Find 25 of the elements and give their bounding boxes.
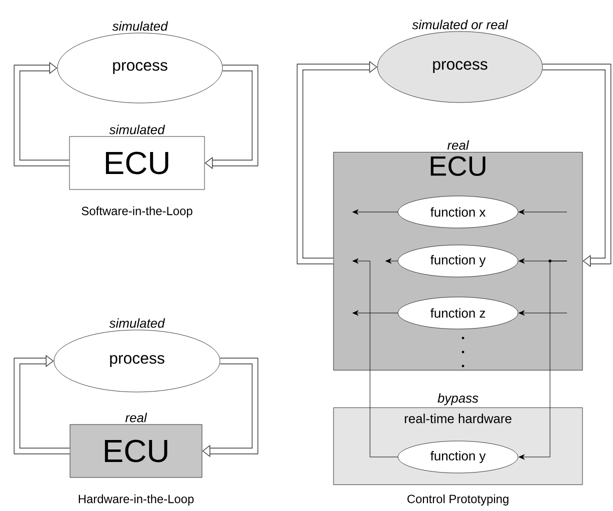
arrow bbox=[296, 60, 378, 264]
arrow bbox=[204, 64, 258, 170]
node-label: bypass bbox=[438, 393, 478, 406]
arrow bbox=[14, 354, 70, 454]
arrow bbox=[518, 260, 568, 460]
arrow bbox=[202, 358, 258, 458]
node-label: simulated bbox=[109, 124, 166, 134]
arrow bbox=[385, 258, 398, 264]
arrow bbox=[518, 310, 568, 316]
arrow bbox=[352, 209, 398, 215]
node-label: simulated bbox=[109, 318, 166, 328]
arrow bbox=[14, 62, 70, 166]
caption: Hardware-in-the-Loop bbox=[78, 494, 194, 506]
ecu-box: real ECU bbox=[70, 412, 202, 478]
caption: Control Prototyping bbox=[407, 494, 508, 506]
arrow bbox=[542, 64, 612, 268]
arrow bbox=[518, 209, 568, 215]
arrow bbox=[352, 310, 398, 316]
arrow bbox=[352, 258, 398, 458]
node-label: real bbox=[125, 412, 148, 422]
node-label: simulated bbox=[112, 21, 168, 31]
node-label: real bbox=[447, 140, 470, 150]
ecu-box: simulated ECU bbox=[69, 124, 205, 190]
node-label: simulated or real bbox=[412, 20, 508, 30]
caption: Software-in-the-Loop bbox=[82, 206, 192, 218]
